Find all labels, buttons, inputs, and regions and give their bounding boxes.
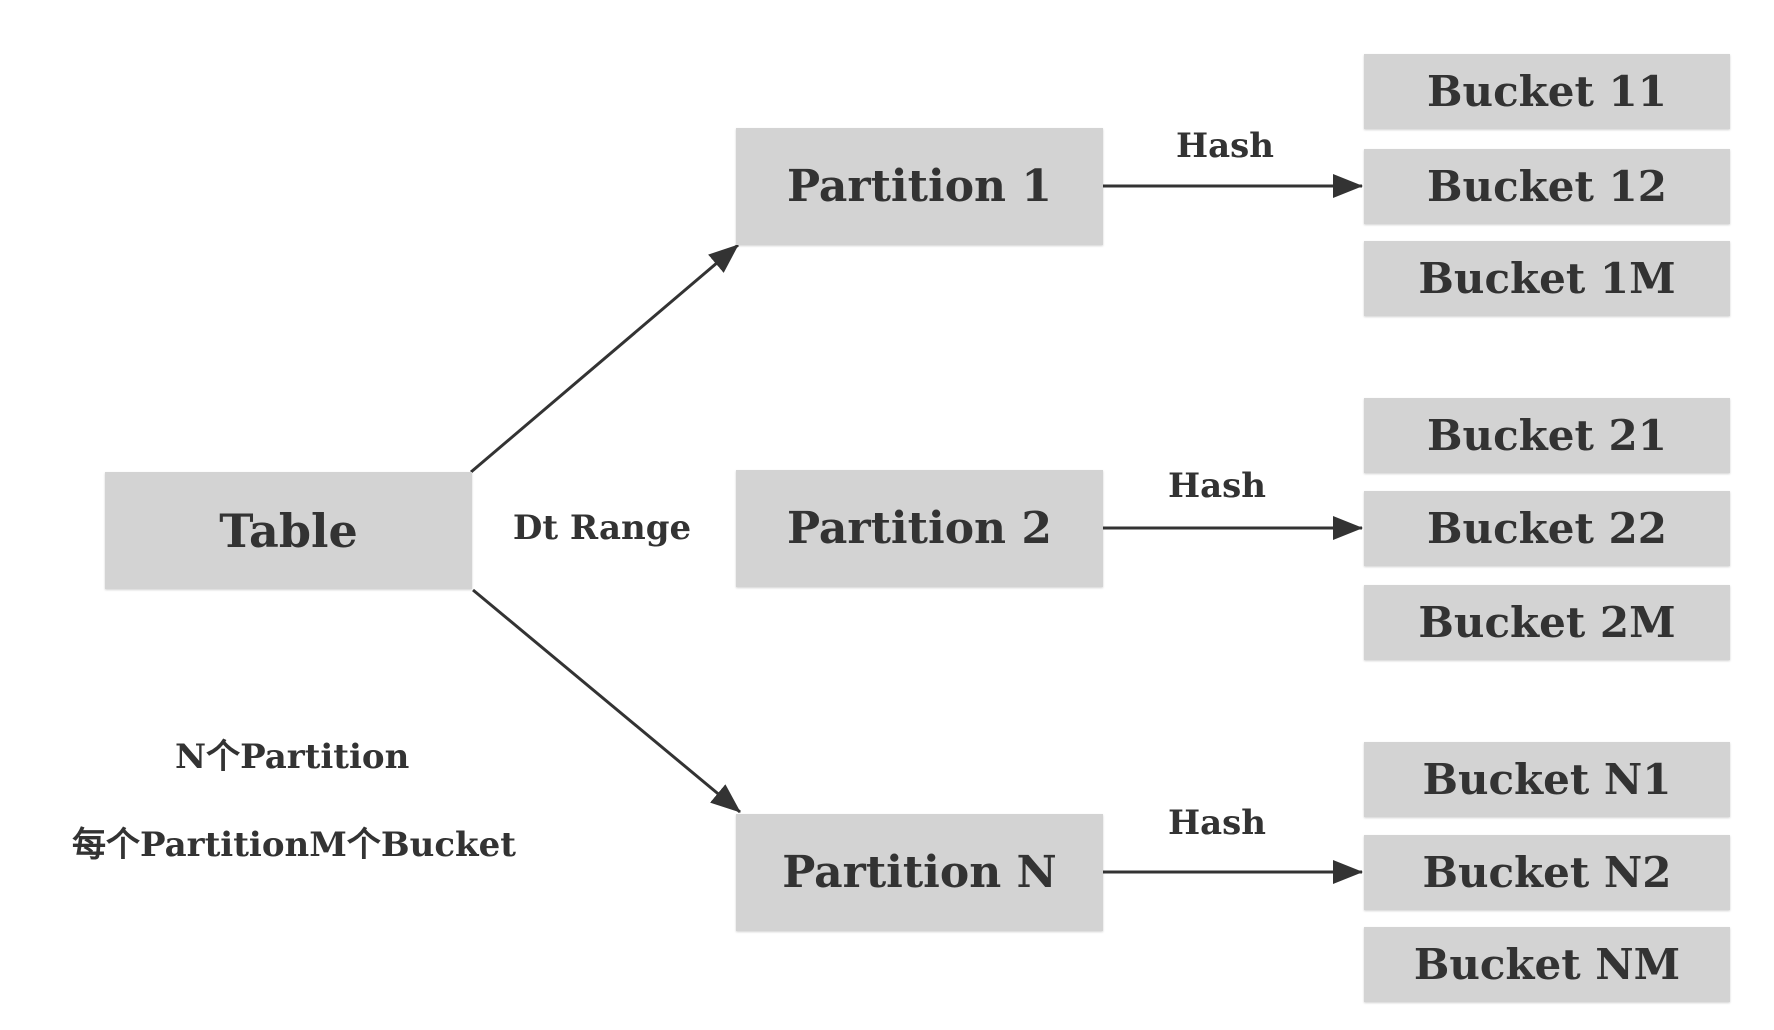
edge-table-to-partition-1 [470,243,739,474]
partition-node-2-label: Partition 2 [787,503,1052,554]
partition-node-1-label: Partition 1 [787,161,1052,212]
bucket-node-n2-label: Bucket N2 [1422,848,1672,897]
partition-node-n-label: Partition N [782,847,1057,898]
table-node-label: Table [219,503,358,558]
bucket-node-2m-label: Bucket 2M [1418,598,1676,647]
note-bucket-count: 每个PartitionM个Bucket [72,825,516,865]
bucket-node-nm: Bucket NM [1364,927,1730,1002]
bucket-node-12-label: Bucket 12 [1427,162,1667,211]
bucket-node-22: Bucket 22 [1364,491,1730,566]
bucket-node-2m: Bucket 2M [1364,585,1730,660]
bucket-node-12: Bucket 12 [1364,149,1730,224]
bucket-node-1m: Bucket 1M [1364,241,1730,316]
bucket-node-1m-label: Bucket 1M [1418,254,1676,303]
hash-label-n: Hash [1167,803,1266,843]
partition-node-1: Partition 1 [736,128,1103,245]
bucket-node-n1: Bucket N1 [1364,742,1730,817]
bucket-node-n2: Bucket N2 [1364,835,1730,910]
partition-node-2: Partition 2 [736,470,1103,587]
bucket-node-22-label: Bucket 22 [1427,504,1667,553]
edge-table-to-partition-n [472,588,741,814]
partition-node-n: Partition N [736,814,1103,931]
bucket-node-11: Bucket 11 [1364,54,1730,129]
bucket-node-21-label: Bucket 21 [1427,411,1667,460]
dt-range-label: Dt Range [512,508,692,548]
bucket-node-n1-label: Bucket N1 [1422,755,1672,804]
note-partition-count: N个Partition [175,737,410,777]
table-node: Table [105,472,472,589]
bucket-node-21: Bucket 21 [1364,398,1730,473]
bucket-node-11-label: Bucket 11 [1427,67,1667,116]
bucket-node-nm-label: Bucket NM [1413,940,1681,989]
hash-label-1: Hash [1175,126,1274,166]
hash-label-2: Hash [1167,466,1266,506]
